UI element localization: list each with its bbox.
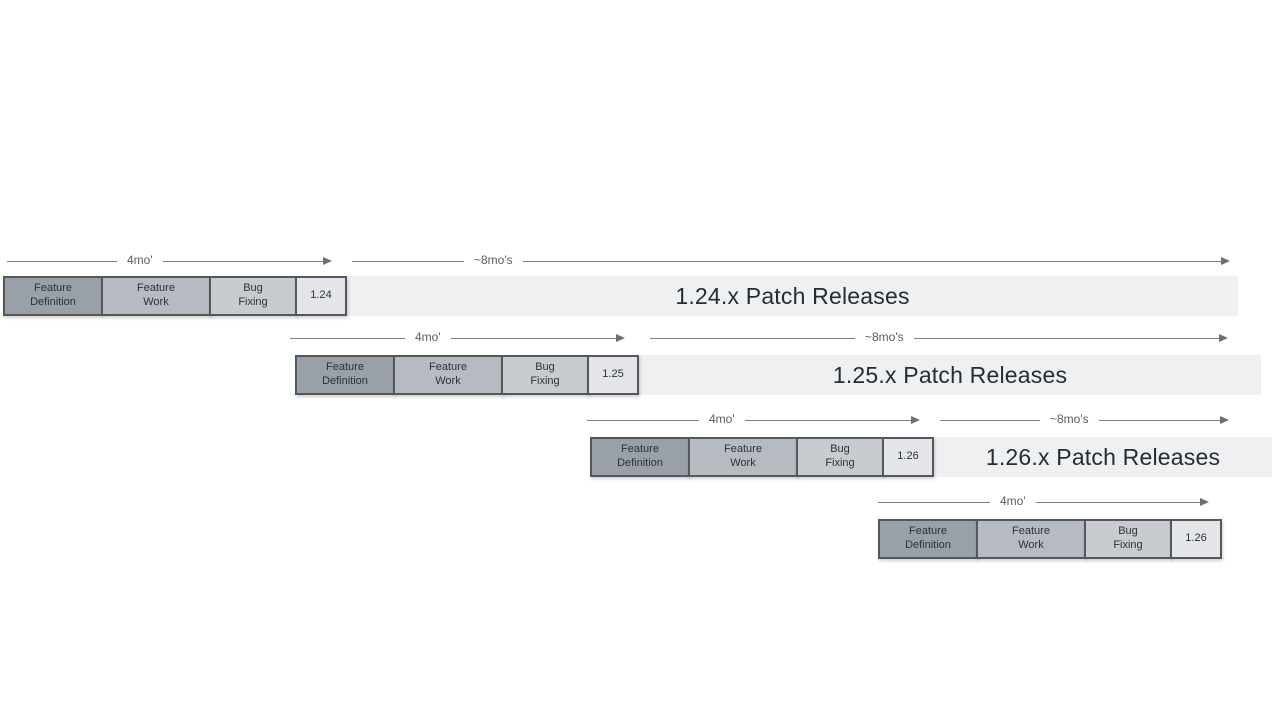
phase-box-feature-definition: Feature Definition [878, 519, 978, 559]
patch-releases-bar-1.26: 1.26.x Patch Releases [934, 437, 1272, 477]
phase-box-feature-definition: Feature Definition [295, 355, 395, 395]
phase-box-feature-work: Feature Work [976, 519, 1086, 559]
arrow-line [940, 419, 1040, 421]
arrow-line [290, 337, 405, 339]
timeline-arrow-4mo-row1: 4mo' [7, 253, 333, 269]
version-box: 1.25 [587, 355, 639, 395]
phase-box-feature-work: Feature Work [393, 355, 503, 395]
phase-box-bug-fixing: Bug Fixing [209, 276, 297, 316]
version-box: 1.26 [882, 437, 934, 477]
arrow-line-with-head [162, 256, 333, 265]
release-cycle-row-next: Feature Definition Feature Work Bug Fixi… [878, 519, 1222, 559]
phase-box-feature-work: Feature Work [101, 276, 211, 316]
duration-label-4mo: 4mo' [1000, 494, 1026, 508]
duration-label-8mo: ~8mo's [865, 330, 904, 344]
arrow-line-with-head [1035, 497, 1210, 506]
duration-label-4mo: 4mo' [127, 253, 153, 267]
timeline-arrow-8mo-row3: ~8mo's [940, 412, 1230, 428]
phase-box-bug-fixing: Bug Fixing [796, 437, 884, 477]
arrow-line [650, 337, 855, 339]
phase-box-feature-definition: Feature Definition [3, 276, 103, 316]
arrow-line [878, 501, 990, 503]
timeline-arrow-4mo-row4: 4mo' [878, 494, 1210, 510]
timeline-arrow-8mo-row1: ~8mo's [352, 253, 1231, 269]
timeline-arrow-4mo-row2: 4mo' [290, 330, 626, 346]
version-box: 1.26 [1170, 519, 1222, 559]
duration-label-4mo: 4mo' [415, 330, 441, 344]
timeline-arrow-8mo-row2: ~8mo's [650, 330, 1229, 346]
arrow-line-with-head [450, 333, 626, 342]
phase-box-feature-definition: Feature Definition [590, 437, 690, 477]
duration-label-4mo: 4mo' [709, 412, 735, 426]
patch-releases-label: 1.24.x Patch Releases [675, 282, 910, 309]
release-cycle-row-1.25: Feature Definition Feature Work Bug Fixi… [295, 355, 639, 395]
arrow-line [352, 260, 464, 262]
timeline-arrow-4mo-row3: 4mo' [587, 412, 921, 428]
arrow-line [587, 419, 699, 421]
patch-releases-label: 1.25.x Patch Releases [832, 361, 1068, 388]
arrow-line-with-head [913, 333, 1229, 342]
arrow-line-with-head [522, 256, 1231, 265]
version-box: 1.24 [295, 276, 347, 316]
phase-box-bug-fixing: Bug Fixing [501, 355, 589, 395]
arrow-line-with-head [744, 415, 921, 424]
arrow-line-with-head [1098, 415, 1230, 424]
duration-label-8mo: ~8mo's [1050, 412, 1089, 426]
phase-box-feature-work: Feature Work [688, 437, 798, 477]
patch-releases-bar-1.25: 1.25.x Patch Releases [639, 355, 1261, 395]
patch-releases-label: 1.26.x Patch Releases [985, 443, 1221, 470]
patch-releases-bar-1.24: 1.24.x Patch Releases [347, 276, 1238, 316]
release-cycle-row-1.24: Feature Definition Feature Work Bug Fixi… [3, 276, 347, 316]
release-cycle-row-1.26: Feature Definition Feature Work Bug Fixi… [590, 437, 934, 477]
arrow-line [7, 260, 117, 262]
duration-label-8mo: ~8mo's [474, 253, 513, 267]
phase-box-bug-fixing: Bug Fixing [1084, 519, 1172, 559]
